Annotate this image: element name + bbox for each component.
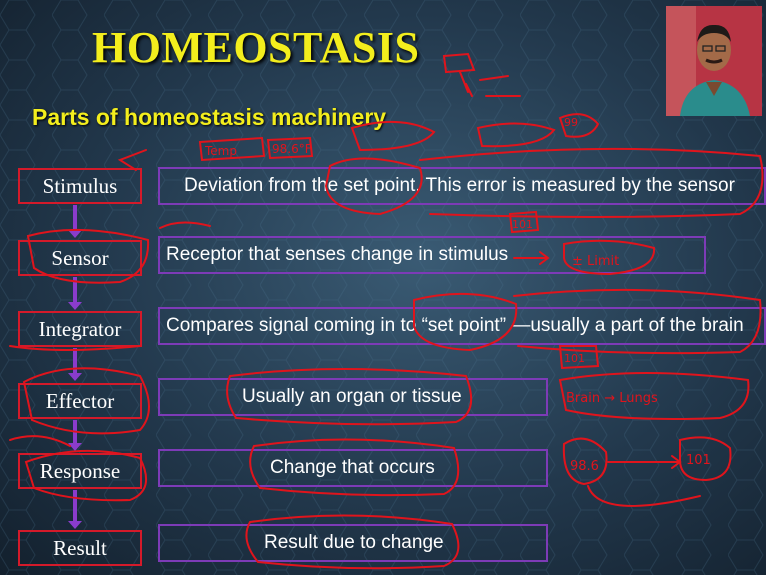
flow-arrow [73, 277, 77, 303]
effector-description: Usually an organ or tissue [158, 378, 548, 416]
presenter-webcam [666, 6, 762, 116]
integrator-box: Integrator [18, 311, 142, 347]
flow-arrow [73, 420, 77, 444]
result-box: Result [18, 530, 142, 566]
sensor-description: Receptor that senses change in stimulus [158, 236, 706, 274]
effector-box: Effector [18, 383, 142, 419]
slide-title: HOMEOSTASIS [92, 22, 419, 73]
presenter-figure [666, 6, 762, 116]
stimulus-description: Deviation from the set point. This error… [158, 167, 766, 205]
flow-arrow [73, 490, 77, 522]
stimulus-box: Stimulus [18, 168, 142, 204]
response-box: Response [18, 453, 142, 489]
integrator-description: Compares signal coming in to “set point”… [158, 307, 766, 345]
response-description: Change that occurs [158, 449, 548, 487]
flow-arrow [73, 348, 77, 374]
slide-subtitle: Parts of homeostasis machinery [32, 104, 386, 131]
result-description: Result due to change [158, 524, 548, 562]
flow-arrow [73, 205, 77, 231]
sensor-box: Sensor [18, 240, 142, 276]
